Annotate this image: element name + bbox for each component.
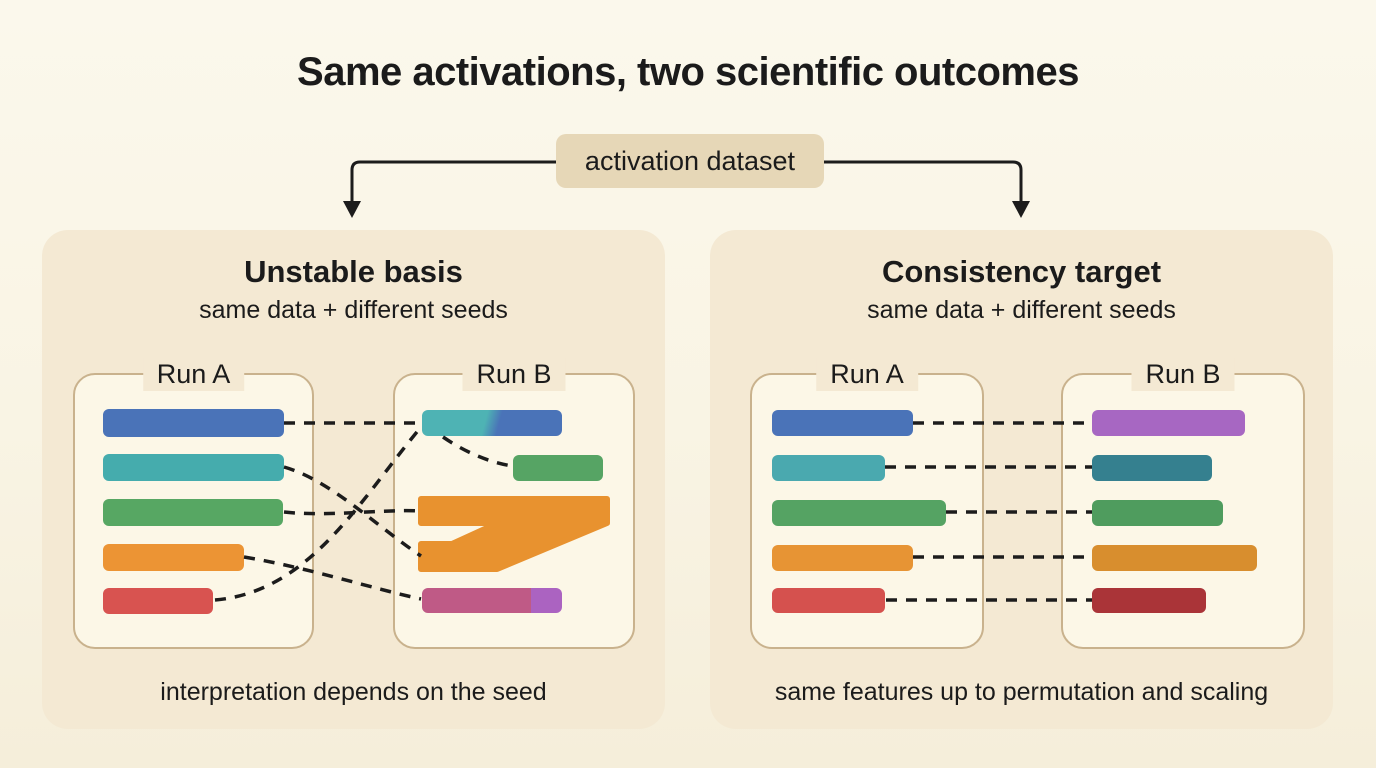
panel-heading: Unstable basis: [244, 254, 463, 289]
card-left-run-b: Run B: [393, 358, 635, 649]
card-right-run-b: Run B: [1061, 358, 1305, 649]
flow-arrow-right-head: [1012, 201, 1030, 218]
run-a-label: Run A: [142, 358, 245, 391]
run-b-label: Run B: [462, 358, 566, 391]
panel-caption: same features up to permutation and scal…: [774, 678, 1269, 706]
run-a-label: Run A: [816, 358, 918, 391]
activation-dataset-box: activation dataset: [556, 134, 824, 188]
panel-consistency-target: Consistency target same data + different…: [710, 230, 1333, 729]
panel-caption: interpretation depends on the seed: [160, 678, 547, 706]
panel-heading: Consistency target: [881, 254, 1162, 289]
activation-dataset-label: activation dataset: [584, 145, 796, 176]
panel-subheading: same data + different seeds: [867, 296, 1176, 324]
card-left-run-a: Run A: [73, 358, 314, 649]
panel-subheading: same data + different seeds: [199, 296, 508, 324]
page-title: Same activations, two scientific outcome…: [297, 50, 1079, 94]
run-b-label: Run B: [1131, 358, 1235, 391]
flow-arrow-left: [350, 160, 556, 202]
flow-arrow-left-head: [343, 201, 361, 218]
panel-unstable-basis: Unstable basis same data + different see…: [42, 230, 665, 729]
flow-arrow-right: [824, 160, 1023, 202]
card-right-run-a: Run A: [750, 358, 984, 649]
